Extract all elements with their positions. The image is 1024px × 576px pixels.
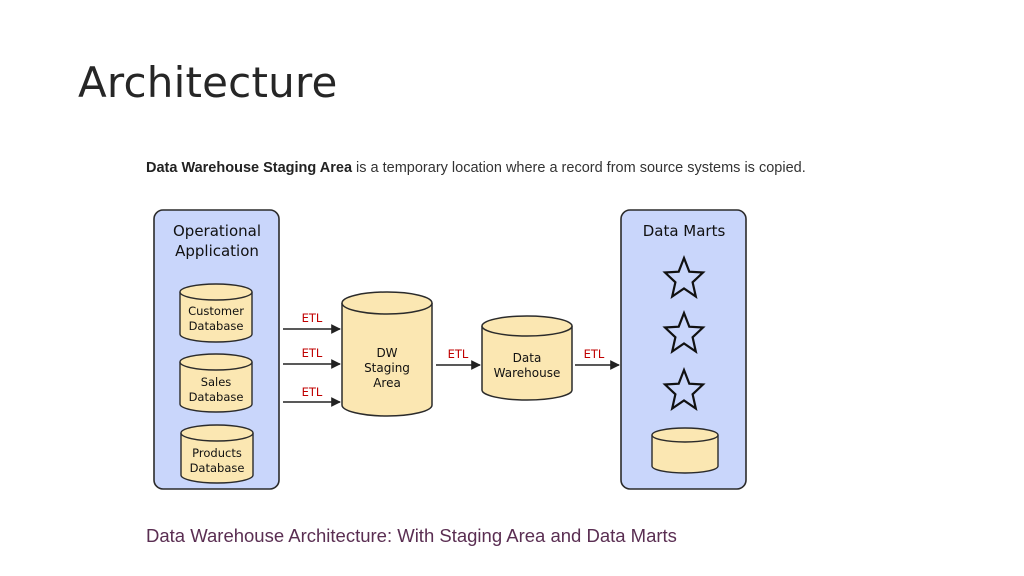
data-mart-star-icon-3	[662, 366, 706, 411]
slide-title: Architecture	[78, 58, 338, 107]
etl-label-5: ETL	[584, 347, 605, 361]
sales-database-label-line2: Database	[189, 390, 244, 404]
products-database-label-line1: Products	[192, 446, 242, 460]
data-marts-panel: Data Marts	[620, 209, 747, 490]
intro-text: Data Warehouse Staging Area is a tempora…	[146, 160, 806, 176]
etl-arrow-1: ETL	[283, 311, 341, 334]
etl-label-4: ETL	[448, 347, 469, 361]
etl-arrow-2: ETL	[283, 346, 341, 369]
customer-database-label-line2: Database	[189, 319, 244, 333]
sales-database-cylinder: Sales Database	[179, 353, 253, 413]
operational-title-line2: Application	[175, 242, 259, 260]
operational-title-line1: Operational	[173, 222, 261, 240]
diagram-caption: Data Warehouse Architecture: With Stagin…	[146, 525, 677, 546]
customer-database-label-line1: Customer	[188, 304, 244, 318]
customer-database-cylinder: Customer Database	[179, 283, 253, 343]
staging-label-line3: Area	[373, 376, 401, 390]
products-database-cylinder: Products Database	[180, 424, 254, 484]
data-mart-database-cylinder	[651, 427, 719, 474]
staging-label-line2: Staging	[364, 361, 410, 375]
intro-term: Data Warehouse Staging Area	[146, 160, 353, 176]
warehouse-label-line2: Warehouse	[494, 366, 561, 380]
products-database-label-line2: Database	[190, 461, 245, 475]
etl-label-3: ETL	[302, 385, 323, 399]
etl-label-2: ETL	[302, 346, 323, 360]
staging-area-cylinder: DW Staging Area	[341, 291, 433, 417]
etl-arrow-4: ETL	[436, 347, 481, 370]
sales-database-label-line1: Sales	[201, 375, 232, 389]
etl-label-1: ETL	[302, 311, 323, 325]
warehouse-label-line1: Data	[513, 351, 542, 365]
data-mart-star-icon-2	[662, 309, 706, 354]
data-marts-title: Data Marts	[643, 222, 726, 240]
data-mart-star-icon-1	[662, 254, 706, 299]
data-warehouse-cylinder: Data Warehouse	[481, 315, 573, 401]
operational-application-panel: Operational Application Customer Databas…	[153, 209, 280, 490]
etl-arrow-3: ETL	[283, 385, 341, 407]
etl-arrow-5: ETL	[575, 347, 620, 370]
staging-label-line1: DW	[376, 346, 397, 360]
intro-rest: is a temporary location where a record f…	[352, 160, 806, 176]
